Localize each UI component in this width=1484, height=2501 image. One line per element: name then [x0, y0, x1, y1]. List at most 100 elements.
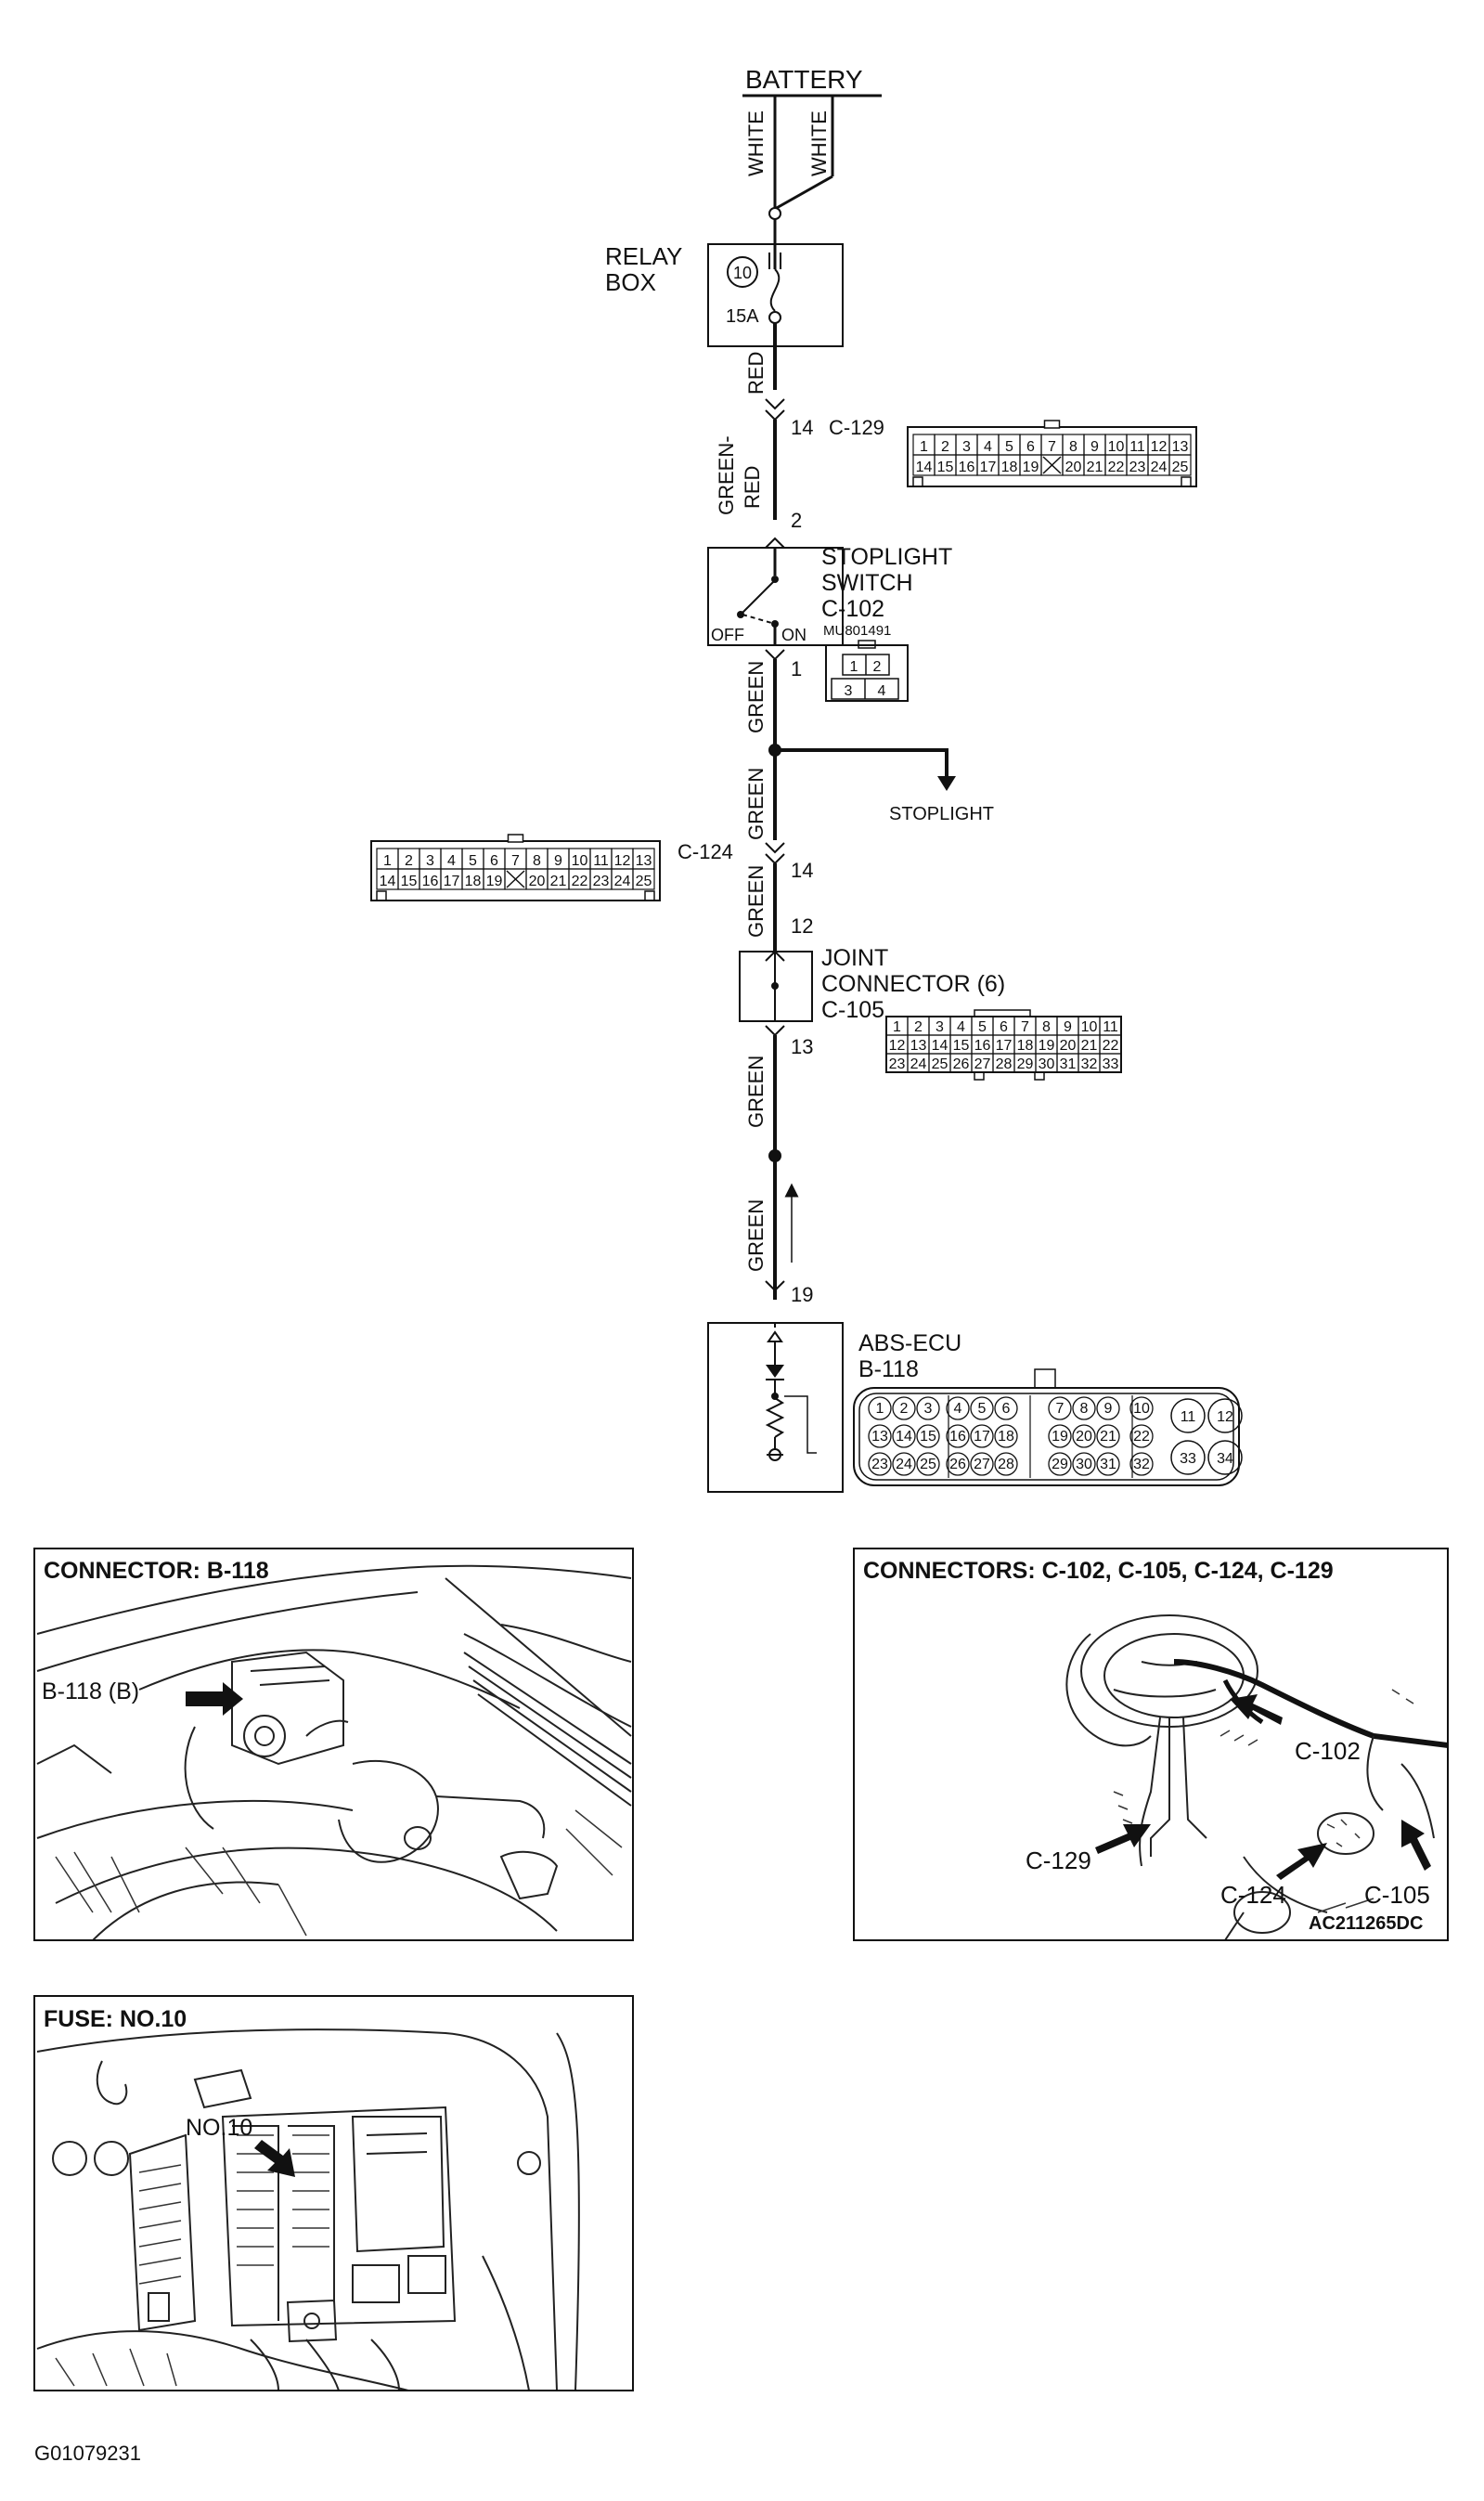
connector-pin: 2: [405, 853, 413, 869]
connector-pin: 14: [896, 1429, 912, 1445]
connector-pin: 13: [871, 1429, 888, 1445]
connector-pin: 28: [998, 1457, 1014, 1472]
switch-off-label: OFF: [711, 626, 744, 644]
connector-pin: 16: [959, 460, 975, 475]
switch-pin-in: 2: [791, 509, 802, 532]
connector-pin: 2: [914, 1019, 923, 1035]
fuse-element: [769, 268, 781, 312]
panel-ref-code: AC211265DC: [1309, 1913, 1423, 1934]
stoplight-switch-label-1: STOPLIGHT: [821, 544, 952, 570]
connector-pin: 25: [636, 874, 652, 889]
joint-connector-connector: C-105: [821, 997, 884, 1023]
connector-pin: 10: [572, 853, 588, 869]
wire-label-green-red-1: GREEN-: [715, 435, 738, 515]
connector-pin: 9: [1064, 1019, 1072, 1035]
arrow-icon: [254, 2140, 295, 2177]
connector-pin: 6: [490, 853, 498, 869]
connector-pin: 27: [974, 1056, 991, 1072]
connector-pin: 11: [1129, 439, 1145, 455]
wire-label-green-red-2: RED: [741, 466, 764, 509]
callout-c124: C-124: [1220, 1881, 1286, 1909]
connector-pin: 6: [1002, 1401, 1011, 1417]
connector-pin: 22: [1108, 460, 1125, 475]
connector-pin: 10: [1081, 1019, 1098, 1035]
connector-pin: 13: [1172, 439, 1189, 455]
wire-label-green-2: GREEN: [744, 768, 768, 840]
connector-pin: 4: [984, 439, 992, 455]
connector-pin: 3: [936, 1019, 944, 1035]
connector-pin: 33: [1103, 1056, 1119, 1072]
panel-connectors-title: CONNECTORS: C-102, C-105, C-124, C-129: [863, 1558, 1334, 1584]
connector-pin: 18: [1017, 1038, 1034, 1054]
connector-pin: 8: [1069, 439, 1078, 455]
connector-pin: 5: [978, 1401, 987, 1417]
panel-fuse-callout: NO.10: [186, 2115, 252, 2141]
connector-pin: 7: [1021, 1019, 1029, 1035]
connector-pin: 30: [1076, 1457, 1092, 1472]
c124-label: C-124: [677, 840, 733, 863]
connector-pin: 15: [920, 1429, 936, 1445]
connector-pin: 14: [916, 460, 933, 475]
connector-pin: 10: [1108, 439, 1125, 455]
wire-label-green-3: GREEN: [744, 865, 768, 938]
wire-label-red: RED: [744, 352, 768, 395]
arrow-icon: [1095, 1824, 1151, 1854]
abs-ecu-connector: B-118: [858, 1356, 919, 1382]
connector-pin: 14: [380, 874, 396, 889]
connector-pin: 21: [550, 874, 567, 889]
connector-pin: 5: [469, 853, 477, 869]
connector-pin: 13: [910, 1038, 927, 1054]
panel-fuse: FUSE: NO.10 NO.10: [33, 1995, 634, 2391]
connector-pin: 27: [974, 1457, 990, 1472]
switch-arm: [742, 579, 776, 614]
abs-ecu-pin: 19: [791, 1283, 813, 1306]
connector-pin: 17: [996, 1038, 1013, 1054]
panel-connectors: CONNECTORS: C-102, C-105, C-124, C-129 C…: [853, 1548, 1449, 1941]
callout-c102: C-102: [1295, 1737, 1361, 1765]
panel-fuse-title: FUSE: NO.10: [44, 2006, 187, 2032]
connector-pin: 23: [871, 1457, 888, 1472]
connector-pin: 26: [949, 1457, 966, 1472]
connector-pin: 21: [1081, 1038, 1098, 1054]
connector-pin: 16: [974, 1038, 991, 1054]
connector-pin: 34: [1217, 1451, 1233, 1467]
panel-b118-title: CONNECTOR: B-118: [44, 1558, 269, 1584]
connector-pin: 24: [896, 1457, 912, 1472]
connector-pin: 7: [1048, 439, 1056, 455]
arrow-icon: [1401, 1820, 1431, 1871]
connector-pin: 9: [554, 853, 562, 869]
wire-label-white-1: WHITE: [744, 110, 768, 176]
connector-pin: 15: [953, 1038, 970, 1054]
joint-connector-label-1: JOINT: [821, 945, 888, 971]
connector-pin: 11: [1103, 1019, 1118, 1035]
connector-pin: 8: [533, 853, 541, 869]
fuse-number-circle: [727, 256, 758, 288]
connector-pin: 8: [1042, 1019, 1051, 1035]
c124-pin: 14: [791, 859, 813, 882]
connector-pin: 9: [1104, 1401, 1113, 1417]
connector-pin: 23: [593, 874, 610, 889]
wire-label-white-2: WHITE: [807, 110, 831, 176]
wire-label-green-4: GREEN: [744, 1056, 768, 1128]
arrow-icon: [186, 1682, 243, 1716]
connector-pin: 17: [444, 874, 460, 889]
connector-pin: 12: [889, 1038, 906, 1054]
switch-pin-out: 1: [791, 657, 802, 680]
relay-box-label-2: BOX: [605, 268, 656, 296]
connector-pin: 20: [1065, 460, 1082, 475]
connector-pin: 12: [1151, 439, 1168, 455]
connector-pin: 4: [954, 1401, 962, 1417]
stoplight-label: STOPLIGHT: [889, 804, 994, 824]
connector-pin: 28: [996, 1056, 1013, 1072]
connector-pin: 16: [949, 1429, 966, 1445]
connector-pin: 19: [1039, 1038, 1055, 1054]
joint-pin-in: 12: [791, 914, 813, 938]
fuse-rating: 15A: [726, 306, 759, 327]
connector-pin: 22: [572, 874, 588, 889]
wire-label-green-5: GREEN: [744, 1199, 768, 1272]
connector-pin: 14: [932, 1038, 948, 1054]
